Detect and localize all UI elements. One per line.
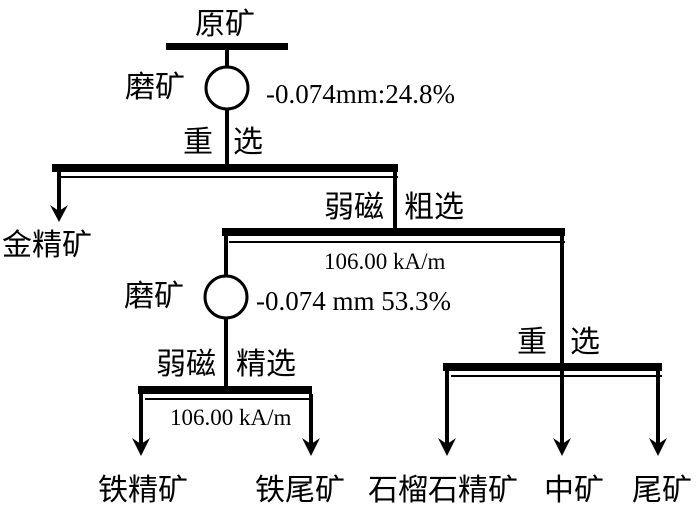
tailings-arrowhead xyxy=(649,438,667,456)
grind-spec-1-label: -0.074mm:24.8% xyxy=(266,79,455,109)
iron-concentrate-label: 铁精矿 xyxy=(98,473,188,508)
gravity-2-bar xyxy=(443,363,662,371)
middlings-arrowhead xyxy=(553,438,571,456)
cleaner-label-a: 弱磁 xyxy=(156,347,216,382)
gravity-1-bar xyxy=(52,164,398,172)
grinding-1-circle xyxy=(204,65,250,111)
grind-spec-2-label: -0.074 mm 53.3% xyxy=(256,286,451,316)
rougher-label-b: 粗选 xyxy=(404,190,464,225)
rougher-bar xyxy=(222,228,565,236)
cleaner-label-b: 精选 xyxy=(236,347,296,382)
middlings-label: 中矿 xyxy=(544,473,604,508)
raw-ore-label: 原矿 xyxy=(195,7,255,42)
iron-conc-arrowhead xyxy=(132,438,150,456)
cleaner-bar xyxy=(138,386,312,394)
raw-ore-bar xyxy=(166,43,288,50)
gravity-2-label-a: 重 xyxy=(517,325,547,360)
rougher-label-a: 弱磁 xyxy=(324,190,384,225)
gravity-2-label-b: 选 xyxy=(570,325,600,360)
grinding-2-label: 磨矿 xyxy=(124,279,184,314)
gold-arrowhead xyxy=(50,205,68,222)
iron-tailings-label: 铁尾矿 xyxy=(255,473,345,508)
tailings-label: 尾矿 xyxy=(632,473,692,508)
garnet-concentrate-label: 石榴石精矿 xyxy=(368,473,518,508)
gold-concentrate-label: 金精矿 xyxy=(2,228,92,263)
gravity-1-label-b: 选 xyxy=(233,125,263,160)
field-strength-2-label: 106.00 kA/m xyxy=(170,405,292,430)
garnet-arrowhead xyxy=(438,438,456,456)
grinding-1-label: 磨矿 xyxy=(125,70,185,105)
grinding-2-circle xyxy=(203,274,249,320)
field-strength-1-label: 106.00 kA/m xyxy=(324,249,446,274)
iron-tail-arrowhead xyxy=(302,438,320,456)
gravity-1-label-a: 重 xyxy=(183,125,213,160)
